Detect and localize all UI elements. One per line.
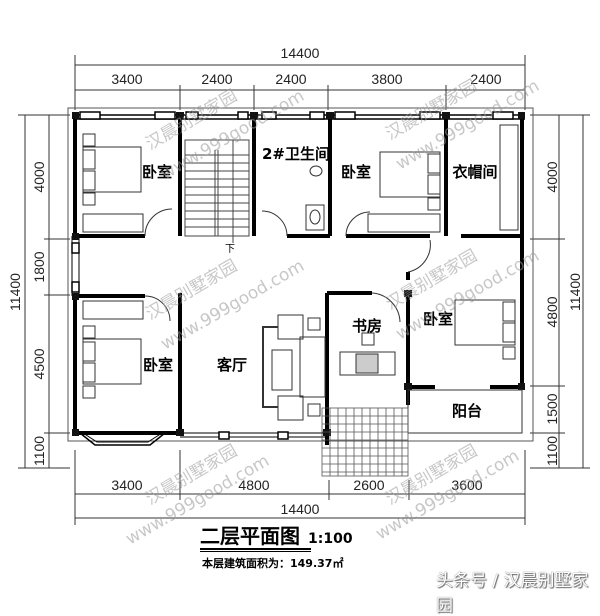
top-dimensions: [74, 55, 526, 110]
bay-window-inner: [82, 432, 163, 443]
top-dim-4: 3800: [371, 71, 402, 87]
floor-area-label: 本层建筑面积为：149.37㎡: [202, 557, 344, 570]
left-dim-2: 1800: [31, 251, 47, 282]
left-dim-4: 1100: [31, 436, 47, 466]
right-dimensions: [530, 114, 590, 469]
room-label-bedroom-north: 卧室: [341, 163, 371, 181]
drawing-title-text: 二层平面图: [200, 524, 300, 548]
bottom-dimensions: [74, 450, 526, 525]
room-label-balcony: 阳台: [452, 402, 482, 420]
windows: [71, 111, 514, 440]
staircase: [184, 139, 250, 243]
room-label-living-room: 客厅: [216, 356, 247, 374]
room-label-bedroom-nw: 卧室: [142, 163, 172, 181]
sofa-set: [262, 314, 326, 421]
drawing-scale: 1:100: [308, 531, 353, 547]
bottom-total-dim: 14400: [281, 501, 320, 517]
left-dim-3: 4500: [31, 348, 47, 379]
study-desk: [339, 332, 396, 376]
drawing-title: 二层平面图 1:100: [200, 520, 353, 549]
floor-plan-drawing: 14400 3400 2400 2400 3800 2400 3400 4800…: [7, 45, 590, 549]
bathroom-fixtures: [305, 165, 325, 231]
left-dim-1: 4000: [31, 161, 47, 192]
title-underline: [200, 548, 311, 550]
top-dim-5: 2400: [470, 71, 501, 87]
wardrobe: [499, 124, 519, 231]
doors: [144, 208, 431, 323]
slab-outline: [67, 107, 534, 442]
bay-window: [79, 432, 166, 446]
bottom-dim-1: 3400: [111, 477, 142, 493]
bed-east: [454, 299, 516, 360]
left-dimensions: [18, 114, 70, 469]
right-dim-2: 4800: [544, 296, 560, 327]
watermarks: 汉晨别墅家园 www.999good.com 汉晨别墅家园 www.999goo…: [123, 76, 543, 549]
columns: [72, 112, 525, 436]
room-label-study: 书房: [352, 317, 382, 335]
bottom-dim-3: 2600: [353, 477, 384, 493]
right-dim-1: 4000: [544, 161, 560, 192]
source-credit: 头条号 / 汉晨别墅家园: [436, 571, 589, 616]
room-label-bedroom-sw: 卧室: [143, 356, 173, 374]
top-dim-2: 2400: [201, 71, 232, 87]
top-total-dim: 14400: [281, 45, 320, 61]
right-dim-3: 1500: [544, 393, 560, 424]
entry-steps: [321, 407, 409, 477]
right-dim-4: 1100: [544, 436, 560, 466]
room-label-bathroom: 2#卫生间: [262, 145, 330, 163]
title-underline-thin: [200, 551, 311, 552]
bottom-dim-2: 4800: [238, 477, 269, 493]
bed-sw: [82, 300, 144, 399]
stair-down-label: 下: [225, 244, 235, 255]
room-label-bedroom-east: 卧室: [423, 310, 453, 328]
room-label-cloakroom: 衣帽间: [452, 163, 497, 181]
bed-north: [367, 151, 441, 233]
bottom-dim-4: 3600: [451, 477, 482, 493]
top-dim-3: 2400: [275, 71, 306, 87]
top-dim-1: 3400: [111, 71, 142, 87]
right-total-dim: 11400: [567, 273, 583, 311]
bed-nw: [82, 133, 144, 233]
left-total-dim: 11400: [7, 273, 23, 311]
walls: [71, 114, 525, 445]
